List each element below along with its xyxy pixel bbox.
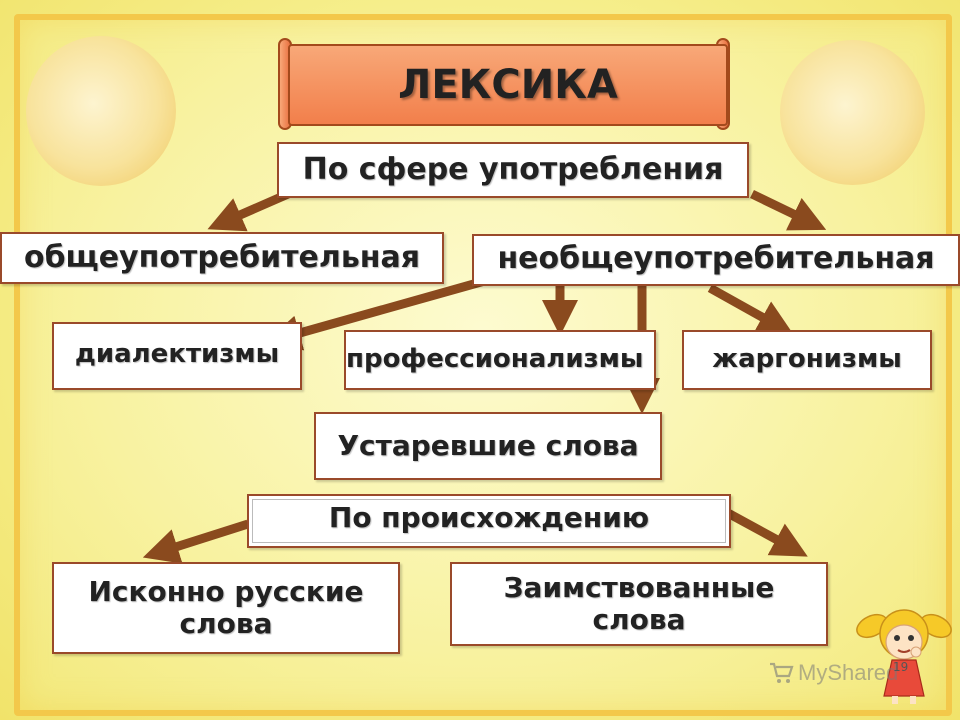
jargon-box: жаргонизмы [682,330,932,390]
native-box: Исконно русские слова [52,562,400,654]
arrow-to-borrowed [723,508,808,557]
arrow-to-native [142,519,250,564]
watermark-text: MyShared [798,660,899,685]
dialect-text: диалектизмы [74,339,280,369]
obsolete-box: Устаревшие слова [314,412,662,480]
obsolete-text: Устаревшие слова [337,429,639,462]
arrow-to-uncommon [750,189,827,231]
criterion-origin-box: По происхождению [247,494,731,548]
professional-text: профессионализмы [346,344,644,375]
dialect-box: диалектизмы [52,322,302,390]
criterion-usage-text: По сфере употребления [302,151,724,187]
sun-decoration-right [780,40,925,185]
professional-box: профессионализмы [344,330,656,390]
jargon-text: жаргонизмы [712,344,902,375]
common-text: общеупотребительная [23,239,421,275]
uncommon-box: необщеупотребительная [472,234,960,286]
title-scroll: ЛЕКСИКА [288,44,728,126]
page-number: 19 [893,660,909,674]
arrow-to-common [207,189,290,232]
borrowed-text: Заимствованные слова [503,570,775,636]
arrow-to-jargon [707,284,794,335]
criterion-usage-box: По сфере употребления [277,142,749,198]
cartoon-girl-illustration [856,609,952,704]
uncommon-text: необщеупотребительная [497,241,935,276]
cart-icon [770,662,794,683]
watermark: MyShared [768,660,898,686]
borrowed-box: Заимствованные слова [450,562,828,646]
common-box: общеупотребительная [0,232,444,284]
criterion-origin-text: По происхождению [328,501,650,534]
title-text: ЛЕКСИКА [398,62,618,108]
arrow-to-dialect [264,275,490,351]
native-text: Исконно русские слова [88,574,364,640]
sun-decoration-left [26,36,176,186]
